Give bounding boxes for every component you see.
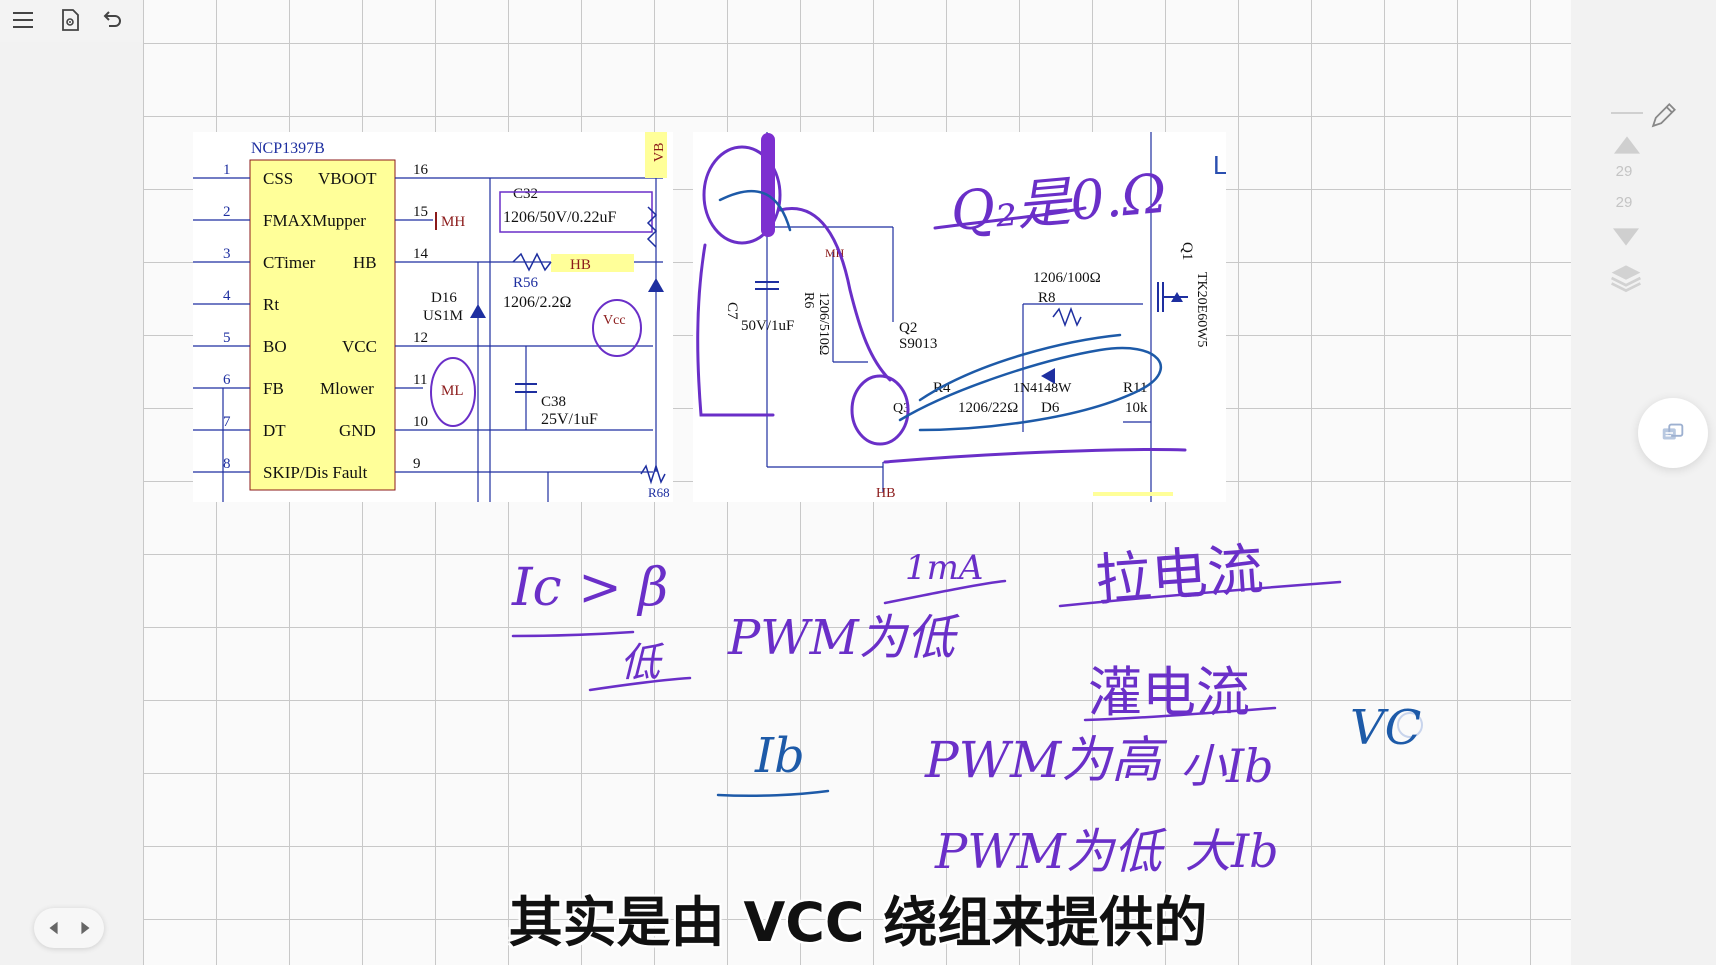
d16-ref: D16 xyxy=(431,290,457,306)
pin-15-num: 15 xyxy=(413,204,428,220)
pin-3-name: CTimer xyxy=(263,253,316,272)
note-pull-current: 拉电流 xyxy=(1093,537,1266,614)
note-ic-beta: Ic > β xyxy=(512,558,669,618)
r11-ref: R11 xyxy=(1123,380,1147,396)
note-pwm-low-1: PWM为低 xyxy=(728,610,955,666)
undo-icon[interactable] xyxy=(96,5,126,35)
note-vc: VC xyxy=(1350,700,1422,756)
note-large-ib: 大Ib xyxy=(1185,824,1279,878)
r6-value: 1206/510Ω xyxy=(816,292,831,355)
pin-5-name: BO xyxy=(263,337,287,356)
pin-6-name: FB xyxy=(263,379,284,398)
page-down-icon[interactable] xyxy=(1606,222,1646,252)
c7-value: 50V/1uF xyxy=(741,318,794,334)
vb-label: VB xyxy=(652,143,667,162)
q2-ref: Q2 xyxy=(899,320,917,336)
pin-8-num: 8 xyxy=(223,456,231,472)
r8-ref: R8 xyxy=(1038,290,1056,306)
chevron-left-icon xyxy=(49,921,58,935)
pin-14-name: HB xyxy=(353,253,377,272)
note-pwm-low-2: PWM为低 xyxy=(935,824,1162,880)
r68-label: R68 xyxy=(648,485,670,500)
q2-value: S9013 xyxy=(899,336,937,352)
pin-11-name: Mlower xyxy=(320,379,374,398)
page-up-icon[interactable] xyxy=(1607,130,1647,160)
page-nav-arrows xyxy=(34,908,104,948)
pin-2-num: 2 xyxy=(223,204,231,220)
pin-3-num: 3 xyxy=(223,246,231,262)
pin-12-name: VCC xyxy=(342,337,377,356)
mh-label: MH xyxy=(441,214,465,230)
mh2-label: MH xyxy=(825,246,845,260)
q3-ref: Q3 xyxy=(893,401,910,416)
note-1ma: 1mA xyxy=(905,548,984,588)
ml-label: ML xyxy=(441,383,464,399)
r4-ref: R4 xyxy=(933,380,951,396)
note-sink-current: 灌电流 xyxy=(1088,661,1250,724)
divider xyxy=(1611,112,1643,114)
r6-ref: R6 xyxy=(801,292,816,308)
note-low: 低 xyxy=(620,640,660,686)
hb2-label: HB xyxy=(876,486,895,501)
floating-window-button[interactable] xyxy=(1638,398,1708,468)
pin-5-num: 5 xyxy=(223,330,231,346)
pin-14-num: 14 xyxy=(413,246,429,262)
pin-9-num: 9 xyxy=(413,456,421,472)
hb-label: HB xyxy=(570,257,591,273)
c32-ref: C32 xyxy=(513,186,538,202)
q1-ref: Q1 xyxy=(1179,242,1195,260)
d6-value: 1N4148W xyxy=(1013,381,1072,396)
ic-name: NCP1397B xyxy=(251,140,325,157)
pin-11-num: 11 xyxy=(413,372,427,388)
page-current: 29 xyxy=(1615,163,1633,180)
l-mark: L xyxy=(1213,150,1226,180)
pin-8-name: SKIP/Dis Fault xyxy=(263,463,368,482)
pen-icon[interactable] xyxy=(1641,96,1685,136)
next-page-button[interactable] xyxy=(76,919,94,937)
note-small-ib: 小Ib xyxy=(1180,739,1274,793)
r8-value: 1206/100Ω xyxy=(1033,270,1101,286)
document-view-icon[interactable] xyxy=(55,5,85,35)
layers-icon[interactable] xyxy=(1604,258,1648,298)
d6-ref: D6 xyxy=(1041,400,1060,416)
c38-ref: C38 xyxy=(541,394,566,410)
note-ib: Ib xyxy=(755,728,805,784)
note-pwm-high: PWM为高 xyxy=(925,731,1162,789)
prev-page-button[interactable] xyxy=(45,919,63,937)
pin-16-num: 16 xyxy=(413,162,429,178)
r11-value: 10k xyxy=(1125,400,1148,416)
pin-1-num: 1 xyxy=(223,162,231,178)
c7-ref: C7 xyxy=(724,302,740,320)
page-total: 29 xyxy=(1615,194,1633,211)
pin-6-num: 6 xyxy=(223,372,231,388)
window-icon xyxy=(1662,423,1684,440)
right-tool-panel xyxy=(1571,0,1716,965)
left-margin xyxy=(0,42,143,965)
c38-value: 25V/1uF xyxy=(541,411,598,428)
pin-10-name: GND xyxy=(339,421,376,440)
pin-7-name: DT xyxy=(263,421,286,440)
video-subtitle: 其实是由 VCC 绕组来提供的 xyxy=(508,891,1208,954)
chevron-right-icon xyxy=(80,921,89,935)
vcc-label: Vcc xyxy=(603,313,626,328)
pin-4-name: Rt xyxy=(263,295,279,314)
d16-value: US1M xyxy=(423,308,463,324)
r56-value: 1206/2.2Ω xyxy=(503,294,571,311)
pin-7-num: 7 xyxy=(223,414,231,430)
pin-12-num: 12 xyxy=(413,330,428,346)
r56-ref: R56 xyxy=(513,275,539,291)
pin-1-name: CSS xyxy=(263,169,293,188)
pin-4-num: 4 xyxy=(223,288,231,304)
q1-value: TK20E60W5 xyxy=(1194,272,1209,347)
pin-10-num: 10 xyxy=(413,414,428,430)
schematic-image: NCP1397B 1 2 3 4 5 6 7 8 CSS FMAXMupper … xyxy=(193,132,1226,502)
menu-icon[interactable] xyxy=(8,5,38,35)
pin-16-name: VBOOT xyxy=(318,169,377,188)
c32-value: 1206/50V/0.22uF xyxy=(503,209,616,226)
r4-value: 1206/22Ω xyxy=(958,400,1018,416)
ic-body xyxy=(249,159,396,491)
pin-2-name: FMAXMupper xyxy=(263,211,366,230)
